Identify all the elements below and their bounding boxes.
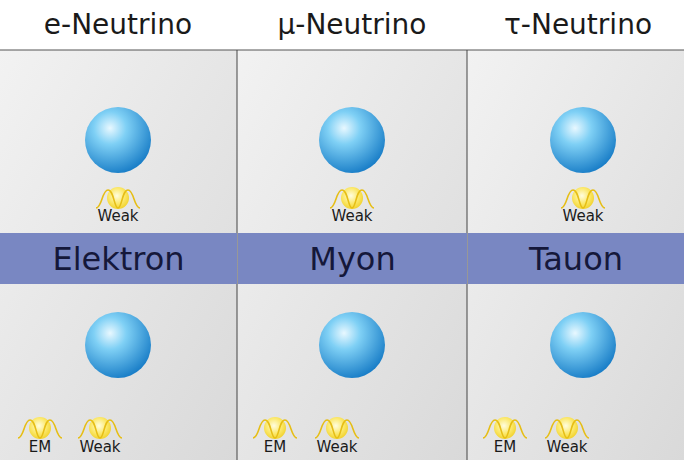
lepton-name: Elektron xyxy=(52,243,184,275)
lepton-band-cell: Tauon xyxy=(468,233,684,284)
force-label: EM xyxy=(29,440,51,455)
column-heading: μ-Neutrino xyxy=(278,11,427,39)
force-label: Weak xyxy=(546,440,587,455)
lepton-band-cell: Elektron xyxy=(0,233,237,284)
force-label: Weak xyxy=(562,209,603,224)
force-label: Weak xyxy=(97,209,138,224)
lepton-band-cell: Myon xyxy=(238,233,467,284)
lepton-name: Tauon xyxy=(529,243,623,275)
force-label: EM xyxy=(264,440,286,455)
force-label: EM xyxy=(494,440,516,455)
force-label: Weak xyxy=(79,440,120,455)
force-label: Weak xyxy=(331,209,372,224)
column-heading: e-Neutrino xyxy=(44,11,192,39)
lepton-name: Myon xyxy=(309,243,395,275)
force-label: Weak xyxy=(316,440,357,455)
column-heading: τ-Neutrino xyxy=(504,11,652,39)
